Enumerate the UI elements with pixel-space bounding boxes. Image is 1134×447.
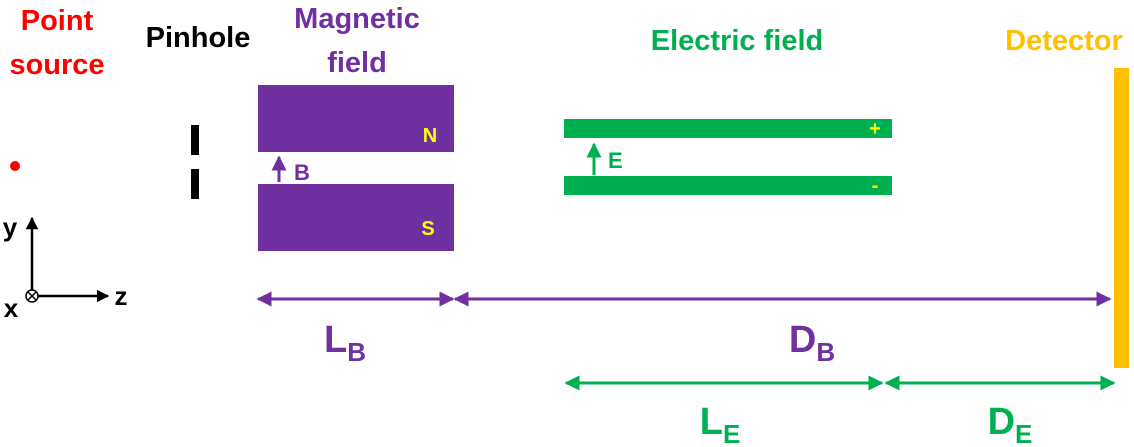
positive-plate xyxy=(564,119,892,138)
de-label-main: D xyxy=(988,401,1015,443)
lb-label: LB xyxy=(324,319,366,367)
de-label: DE xyxy=(988,401,1033,447)
positive-plate-sign: + xyxy=(869,118,881,140)
north-pole-label: N xyxy=(423,125,437,147)
magnet-north-pole xyxy=(258,85,454,152)
x-axis-label: x xyxy=(4,293,19,323)
db-label-subscript: B xyxy=(816,337,835,367)
x-axis-into-page-icon xyxy=(25,289,39,303)
magnet-south-pole xyxy=(258,184,454,251)
de-label-subscript: E xyxy=(1015,419,1032,447)
z-axis-label: z xyxy=(115,281,128,311)
south-pole-label: S xyxy=(421,218,434,240)
lb-label-subscript: B xyxy=(347,337,366,367)
e-field-label: E xyxy=(608,148,623,173)
y-axis-label: y xyxy=(3,212,18,242)
lb-label-main: L xyxy=(324,319,347,361)
pinhole-lower xyxy=(191,169,199,199)
magnetic-field-label-line2: field xyxy=(327,47,387,79)
detector-screen xyxy=(1114,68,1129,368)
le-label-main: L xyxy=(700,401,723,443)
le-label-subscript: E xyxy=(723,419,740,447)
detector-label: Detector xyxy=(1005,25,1123,57)
negative-plate xyxy=(564,176,892,195)
db-label: DB xyxy=(789,319,835,367)
db-label-main: D xyxy=(789,319,816,361)
le-label: LE xyxy=(700,401,741,447)
pinhole-upper xyxy=(191,125,199,155)
point-source-label-line2: source xyxy=(9,49,104,81)
electric-field-label: Electric field xyxy=(651,25,823,57)
point-source-dot xyxy=(10,161,20,171)
pinhole-label: Pinhole xyxy=(146,22,251,54)
point-source-label-line1: Point xyxy=(21,5,94,37)
magnetic-field-label-line1: Magnetic xyxy=(294,3,420,35)
negative-plate-sign: - xyxy=(872,175,879,197)
b-field-label: B xyxy=(294,160,310,185)
